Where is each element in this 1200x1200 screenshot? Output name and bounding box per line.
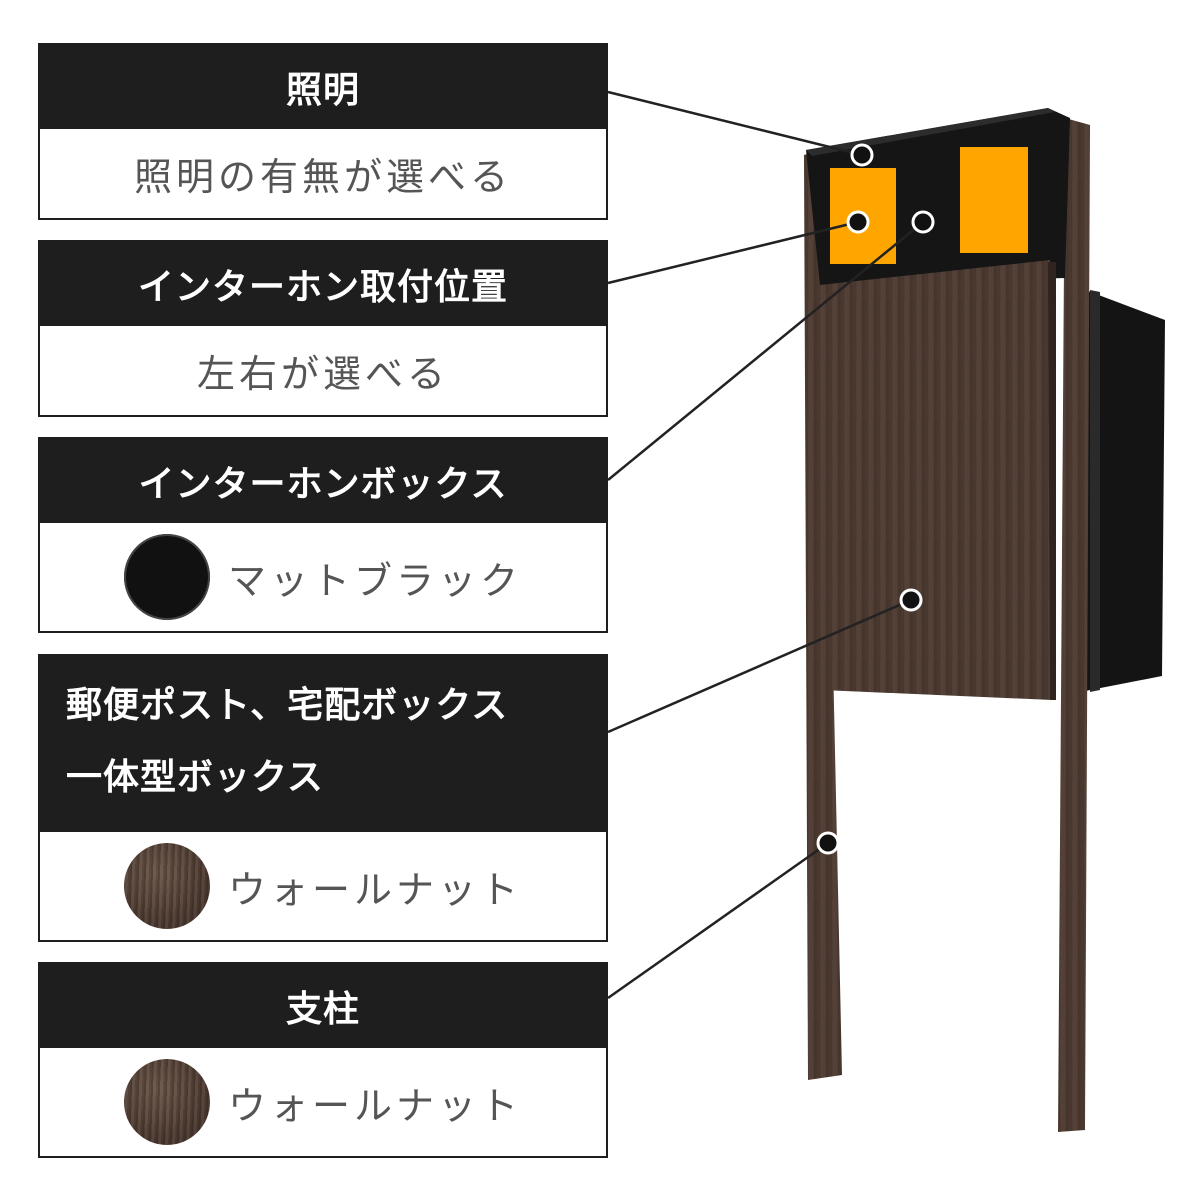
label-title-intercom-position: インターホン取付位置 bbox=[40, 242, 606, 326]
label-body-intercom-box: マットブラック bbox=[40, 523, 606, 631]
dot-mailbox bbox=[899, 588, 923, 612]
intercom-box-rim bbox=[806, 108, 1055, 156]
walnut-swatch bbox=[123, 843, 210, 929]
label-body-post-text: ウォールナット bbox=[227, 1083, 522, 1128]
label-body-intercom-position: 左右が選べる bbox=[196, 352, 449, 396]
label-title-mailbox: 郵便ポスト、宅配ボックス 一体型ボックス bbox=[40, 656, 606, 832]
dot-post bbox=[816, 831, 840, 855]
mailbox-body bbox=[1080, 288, 1165, 692]
dot-intercom-position bbox=[846, 210, 870, 234]
label-title-lighting: 照明 bbox=[40, 45, 606, 129]
matte-black-swatch bbox=[123, 534, 210, 620]
label-card-post: 支柱 ウォールナット bbox=[38, 962, 608, 1158]
label-body-intercom-box-text: マットブラック bbox=[227, 558, 522, 603]
mailbox-side-shade bbox=[1090, 290, 1100, 692]
label-body-lighting: 照明の有無が選べる bbox=[133, 155, 512, 199]
label-title-mailbox-line1: 郵便ポスト、宅配ボックス bbox=[66, 685, 509, 726]
light-panel-right bbox=[960, 147, 1028, 253]
dot-lighting bbox=[850, 143, 874, 167]
label-title-intercom-box: インターホンボックス bbox=[40, 439, 606, 523]
label-card-intercom-position: インターホン取付位置 左右が選べる bbox=[38, 240, 608, 417]
label-card-mailbox: 郵便ポスト、宅配ボックス 一体型ボックス ウォールナット bbox=[38, 654, 608, 942]
label-body-mailbox: ウォールナット bbox=[40, 832, 606, 940]
front-panel-edge bbox=[1048, 262, 1056, 700]
walnut-swatch bbox=[123, 1059, 210, 1145]
label-body-mailbox-text: ウォールナット bbox=[227, 867, 522, 912]
mailbox-front-panel bbox=[820, 260, 1052, 700]
label-body-post: ウォールナット bbox=[40, 1048, 606, 1156]
label-card-lighting: 照明 照明の有無が選べる bbox=[38, 43, 608, 220]
dot-intercom-box bbox=[911, 210, 935, 234]
label-title-mailbox-line2: 一体型ボックス bbox=[66, 757, 324, 798]
label-card-intercom-box: インターホンボックス マットブラック bbox=[38, 437, 608, 633]
leader-dots bbox=[816, 143, 935, 855]
label-title-post: 支柱 bbox=[40, 964, 606, 1048]
leader-lines bbox=[607, 90, 924, 1000]
post-right bbox=[1058, 118, 1090, 1132]
